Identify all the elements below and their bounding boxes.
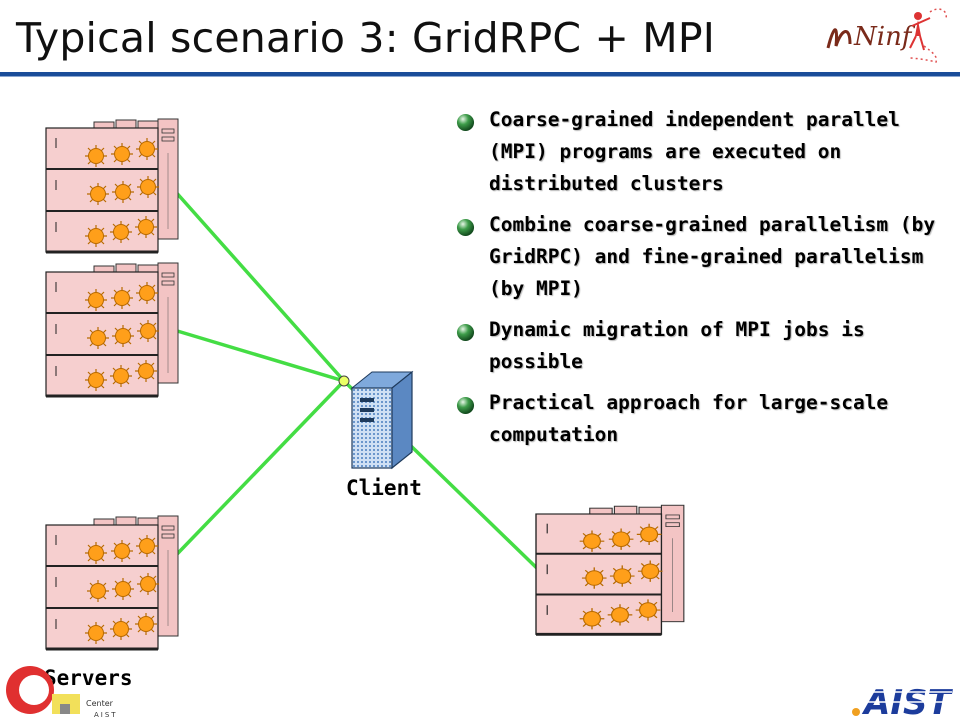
ninf-logo-text: Ninf <box>853 22 916 52</box>
center-logo-text: Center <box>86 699 114 708</box>
ninf-logo: Ninf <box>826 8 947 63</box>
bullet-item: Coarse-grained independent parallel (MPI… <box>456 104 951 200</box>
slide-title: Typical scenario 3: GridRPC + MPI <box>16 14 716 62</box>
bullet-text: Dynamic migration of MPI jobs is possibl… <box>489 318 865 373</box>
center-logo: Center AIST <box>6 666 118 719</box>
center-logo-subtext: AIST <box>94 711 118 719</box>
client-label: Client <box>346 476 422 500</box>
aist-logo: AIST <box>852 683 953 720</box>
servers-label: Servers <box>44 666 133 690</box>
server-cluster-icon <box>46 119 178 252</box>
bullet-text: Combine coarse-grained parallelism (by G… <box>489 213 936 300</box>
title-rule-shadow <box>0 76 960 77</box>
server-cluster-icon <box>536 505 684 634</box>
server-cluster-icon <box>46 516 178 649</box>
link-cluster-2 <box>153 322 345 383</box>
server-cluster-icon <box>46 263 178 396</box>
title-rule <box>0 72 960 76</box>
bullet-list: Coarse-grained independent parallel (MPI… <box>456 104 951 460</box>
link-cluster-1 <box>156 170 346 383</box>
bullet-item: Dynamic migration of MPI jobs is possibl… <box>456 314 951 378</box>
link-cluster-3 <box>152 379 346 580</box>
bullet-text: Practical approach for large-scale compu… <box>489 391 889 446</box>
bullet-item: Practical approach for large-scale compu… <box>456 387 951 451</box>
network-links <box>152 170 546 580</box>
bullet-item: Combine coarse-grained parallelism (by G… <box>456 209 951 305</box>
bullet-text: Coarse-grained independent parallel (MPI… <box>489 108 900 195</box>
client-computer-icon <box>350 370 414 470</box>
link-hub <box>338 375 350 387</box>
